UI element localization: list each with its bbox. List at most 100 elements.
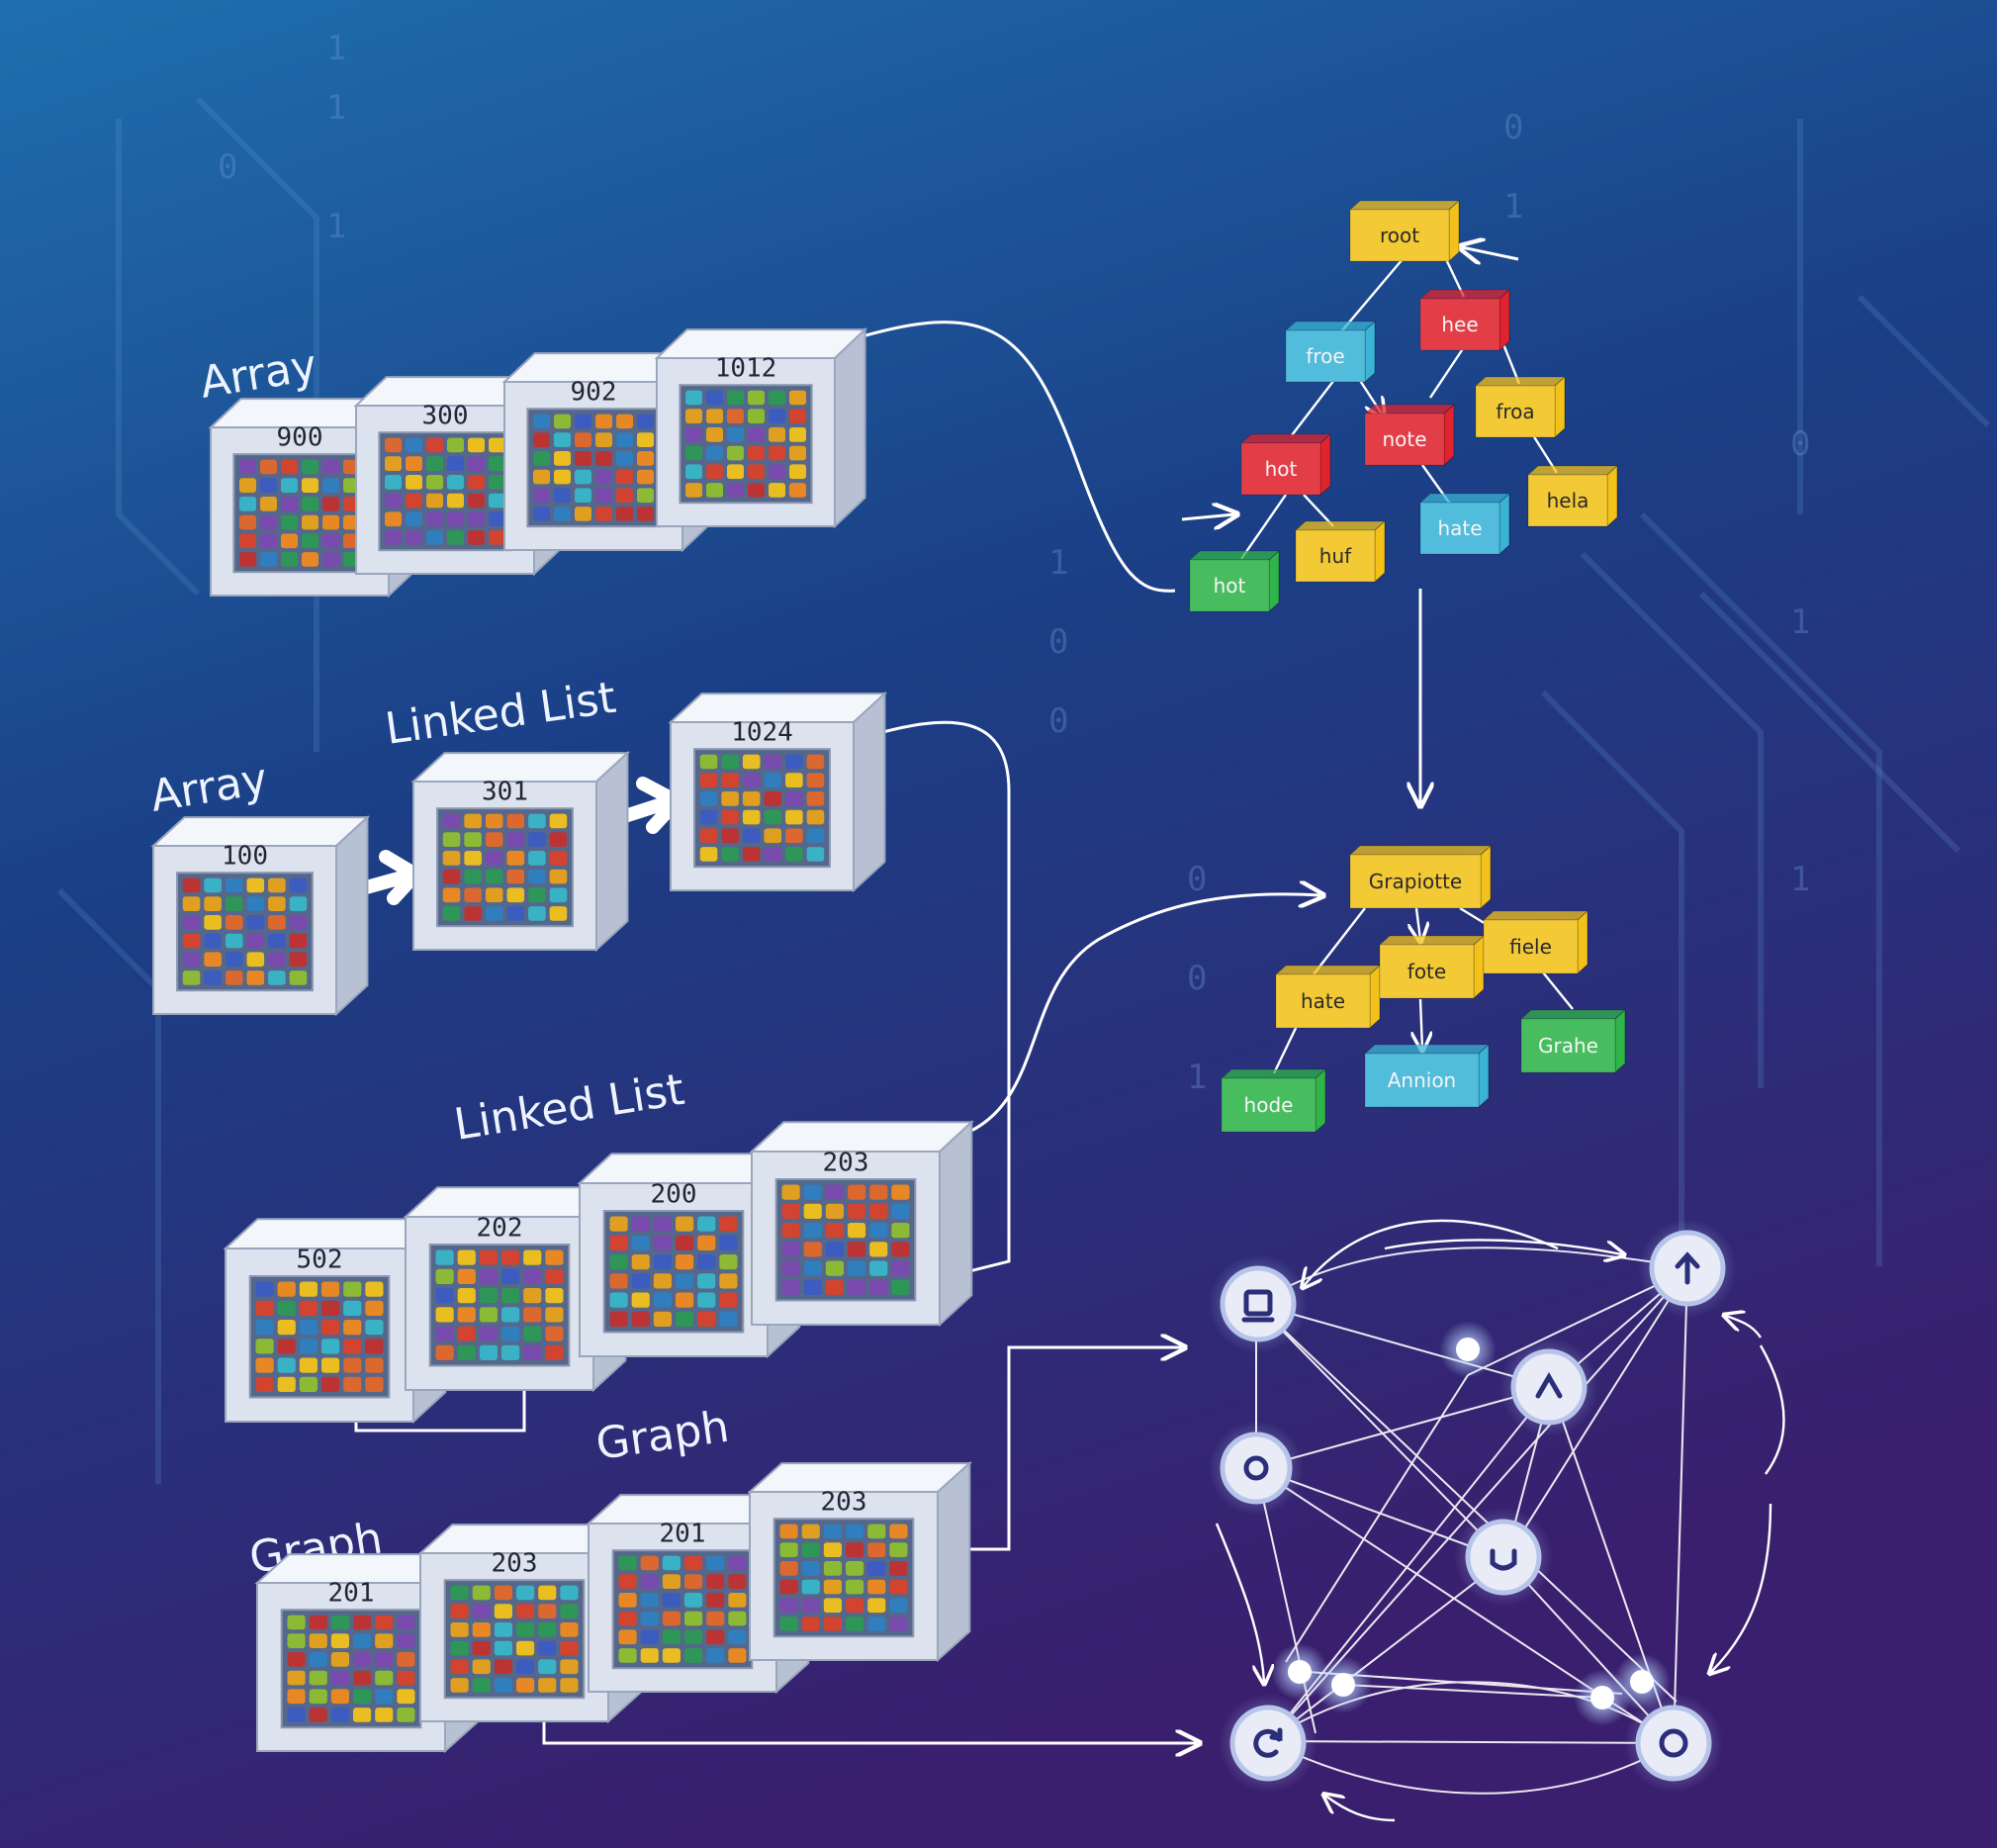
block-address: 201: [660, 1520, 706, 1549]
graph-node: [1624, 1694, 1723, 1793]
data-chip: [343, 1376, 362, 1392]
data-chip: [867, 1579, 886, 1595]
tree-node-label: Grahe: [1538, 1034, 1598, 1058]
data-chip: [528, 851, 546, 866]
data-chip: [397, 1633, 415, 1648]
data-chip: [309, 1633, 327, 1648]
data-chip: [640, 1593, 659, 1608]
data-chip: [618, 1629, 637, 1645]
data-chip: [516, 1678, 535, 1693]
data-chip: [779, 1542, 798, 1557]
data-chip: [289, 970, 308, 985]
data-chip: [662, 1555, 681, 1571]
tree-node-label: froa: [1496, 400, 1534, 423]
data-chip: [742, 809, 761, 825]
data-chip: [803, 1242, 822, 1257]
data-chip: [806, 847, 825, 862]
graph-node: [1219, 1694, 1317, 1793]
data-chip: [523, 1307, 542, 1323]
ring-icon: [1243, 1455, 1269, 1481]
data-chip: [506, 906, 525, 921]
binary-digit: 1: [1048, 543, 1068, 583]
tree-node: fiele: [1482, 909, 1589, 975]
data-chip: [489, 456, 505, 471]
data-chip: [489, 493, 505, 508]
data-chip: [554, 507, 571, 521]
data-chip: [494, 1678, 512, 1693]
data-chip: [789, 390, 806, 406]
data-chip: [506, 887, 525, 903]
data-chip: [803, 1203, 822, 1219]
data-chip: [706, 1593, 725, 1608]
data-chip: [785, 754, 803, 770]
graph-node: [1209, 1421, 1304, 1516]
data-chip: [846, 1561, 864, 1576]
data-chip: [618, 1574, 637, 1589]
data-chip: [330, 1689, 349, 1705]
data-chip: [699, 809, 718, 825]
binary-digit: 1: [326, 88, 346, 128]
tree-node-label: fiele: [1509, 935, 1552, 959]
data-chip: [239, 497, 256, 511]
data-chip: [309, 1689, 327, 1705]
data-chip: [281, 459, 298, 475]
data-chip: [385, 493, 402, 508]
data-chip: [676, 1311, 694, 1327]
data-chip: [846, 1617, 864, 1631]
glow-point-core: [1288, 1660, 1312, 1684]
data-chip: [225, 878, 243, 893]
data-chip: [246, 933, 265, 949]
data-chip: [785, 791, 803, 806]
data-chip: [769, 427, 785, 442]
data-chip: [869, 1242, 888, 1257]
data-chip: [653, 1311, 672, 1327]
data-chip: [302, 459, 318, 475]
data-chip: [322, 514, 339, 530]
data-chip: [447, 511, 464, 527]
data-chip: [748, 409, 765, 423]
data-chip: [549, 832, 568, 847]
data-chip: [545, 1288, 564, 1304]
data-chip: [706, 1648, 725, 1663]
data-chip: [523, 1249, 542, 1265]
data-chip: [204, 896, 222, 911]
data-chip: [406, 530, 422, 545]
tree-node: hot: [1239, 432, 1332, 497]
data-chip: [595, 414, 612, 429]
up-arrow-icon: [1675, 1251, 1700, 1285]
data-chip: [435, 1307, 454, 1323]
data-chip: [260, 459, 277, 475]
data-chip: [867, 1617, 886, 1631]
data-chip: [343, 1281, 362, 1297]
network-graph: [1209, 1219, 1785, 1822]
data-chip: [806, 754, 825, 770]
data-chip: [560, 1678, 579, 1693]
data-chip: [494, 1622, 512, 1637]
data-chip: [719, 1311, 738, 1327]
data-chip: [204, 878, 222, 893]
data-chip: [848, 1242, 866, 1257]
data-chip: [330, 1652, 349, 1667]
data-chip: [494, 1585, 512, 1601]
data-chip: [375, 1708, 394, 1722]
network-arrows: [1215, 1219, 1785, 1822]
tree-node: froe: [1284, 320, 1377, 384]
data-chip: [748, 464, 765, 480]
data-chip: [846, 1579, 864, 1595]
data-chip: [528, 813, 546, 829]
data-chip: [260, 478, 277, 493]
tree-node: hate: [1274, 964, 1382, 1030]
data-chip: [685, 445, 702, 461]
data-chip: [397, 1708, 415, 1722]
data-chip: [330, 1708, 349, 1722]
data-chip: [260, 514, 277, 530]
caret-up-icon: [1535, 1372, 1563, 1399]
tree-node: hode: [1220, 1067, 1327, 1134]
data-chip: [719, 1216, 738, 1232]
tree-node: froa: [1474, 375, 1567, 439]
data-chip: [662, 1574, 681, 1589]
data-chip: [494, 1640, 512, 1656]
data-chip: [706, 445, 723, 461]
data-chip: [727, 390, 744, 406]
